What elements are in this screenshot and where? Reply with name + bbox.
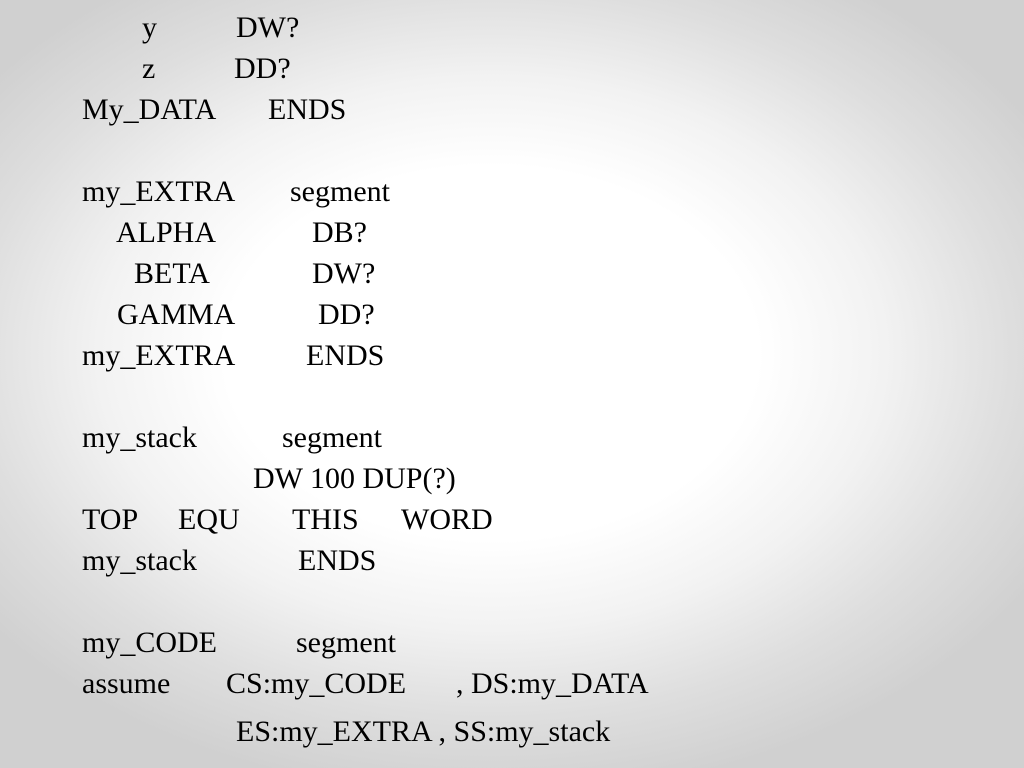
directive: segment (290, 175, 390, 208)
variable-name: z (142, 52, 156, 85)
segment-name: my_stack (82, 544, 197, 577)
segment-name: my_EXTRA (82, 339, 236, 372)
line-mycode-segment: my_CODE segment (0, 625, 396, 661)
segment-name: my_EXTRA (82, 175, 236, 208)
directive: EQU (178, 503, 240, 536)
directive: ENDS (306, 339, 385, 372)
segment-name: my_CODE (82, 626, 217, 659)
line-assume: assume CS:my_CODE , DS:my_DATA (0, 666, 649, 702)
directive: DB? (312, 216, 367, 249)
segment-register: ES:my_EXTRA , SS:my_stack (236, 715, 611, 748)
line-mystack-segment: my_stack segment (0, 420, 382, 456)
line-z-dd: z DD? (0, 51, 291, 87)
directive: segment (296, 626, 396, 659)
type-keyword: WORD (401, 503, 493, 536)
directive: segment (282, 421, 382, 454)
label-name: TOP (82, 503, 139, 536)
line-mystack-ends: my_stack ENDS (0, 543, 376, 579)
directive: DW 100 DUP(?) (253, 462, 456, 495)
directive: DD? (234, 52, 291, 85)
directive: assume (82, 667, 171, 700)
segment-register: , DS:my_DATA (456, 667, 649, 700)
variable-name: GAMMA (117, 298, 236, 331)
directive: ENDS (298, 544, 377, 577)
segment-name: My_DATA (82, 93, 217, 126)
segment-name: my_stack (82, 421, 197, 454)
variable-name: ALPHA (116, 216, 217, 249)
line-gamma-dd: GAMMA DD? (0, 297, 375, 333)
line-top-equ: TOP EQU THIS WORD (0, 502, 493, 538)
line-beta-dw: BETA DW? (0, 256, 375, 292)
variable-name: BETA (134, 257, 210, 290)
line-myextra-segment: my_EXTRA segment (0, 174, 390, 210)
variable-name: y (142, 11, 157, 44)
line-myextra-ends: my_EXTRA ENDS (0, 338, 384, 374)
line-alpha-db: ALPHA DB? (0, 215, 367, 251)
line-dw-dup: DW 100 DUP(?) (0, 461, 456, 497)
directive: ENDS (268, 93, 347, 126)
line-mydata-ends: My_DATA ENDS (0, 92, 346, 128)
directive: DW? (312, 257, 376, 290)
directive: DD? (318, 298, 375, 331)
directive: DW? (236, 11, 300, 44)
segment-register: CS:my_CODE (226, 667, 407, 700)
line-y-dw: y DW? (0, 10, 299, 46)
operator: THIS (292, 503, 359, 536)
line-assume-cont: ES:my_EXTRA , SS:my_stack (0, 714, 610, 750)
